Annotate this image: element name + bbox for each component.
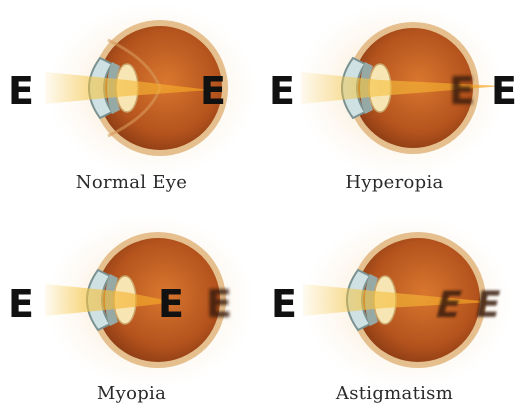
retina-image-letter: E — [200, 69, 226, 113]
focus-point-letter: E — [158, 282, 184, 326]
chart-letter: E — [8, 282, 34, 326]
panel-myopia: E E E Myopia — [0, 207, 263, 414]
panel-title: Astigmatism — [263, 383, 526, 404]
panel-normal-eye: E E Normal Eye — [0, 0, 263, 207]
panel-astigmatism: E E E Astigmatism — [263, 207, 526, 414]
panel-hyperopia: E E E Hyperopia — [263, 0, 526, 207]
panel-title: Hyperopia — [263, 172, 526, 193]
chart-letter: E — [8, 69, 34, 113]
blurred-retina-letter: E — [206, 282, 232, 326]
chart-letter: E — [269, 69, 295, 113]
chart-letter: E — [271, 282, 297, 326]
panel-title: Normal Eye — [0, 172, 263, 193]
focus-point-letter: E — [491, 69, 517, 113]
blurred-retina-letter: E — [449, 69, 475, 113]
panel-title: Myopia — [0, 383, 263, 404]
